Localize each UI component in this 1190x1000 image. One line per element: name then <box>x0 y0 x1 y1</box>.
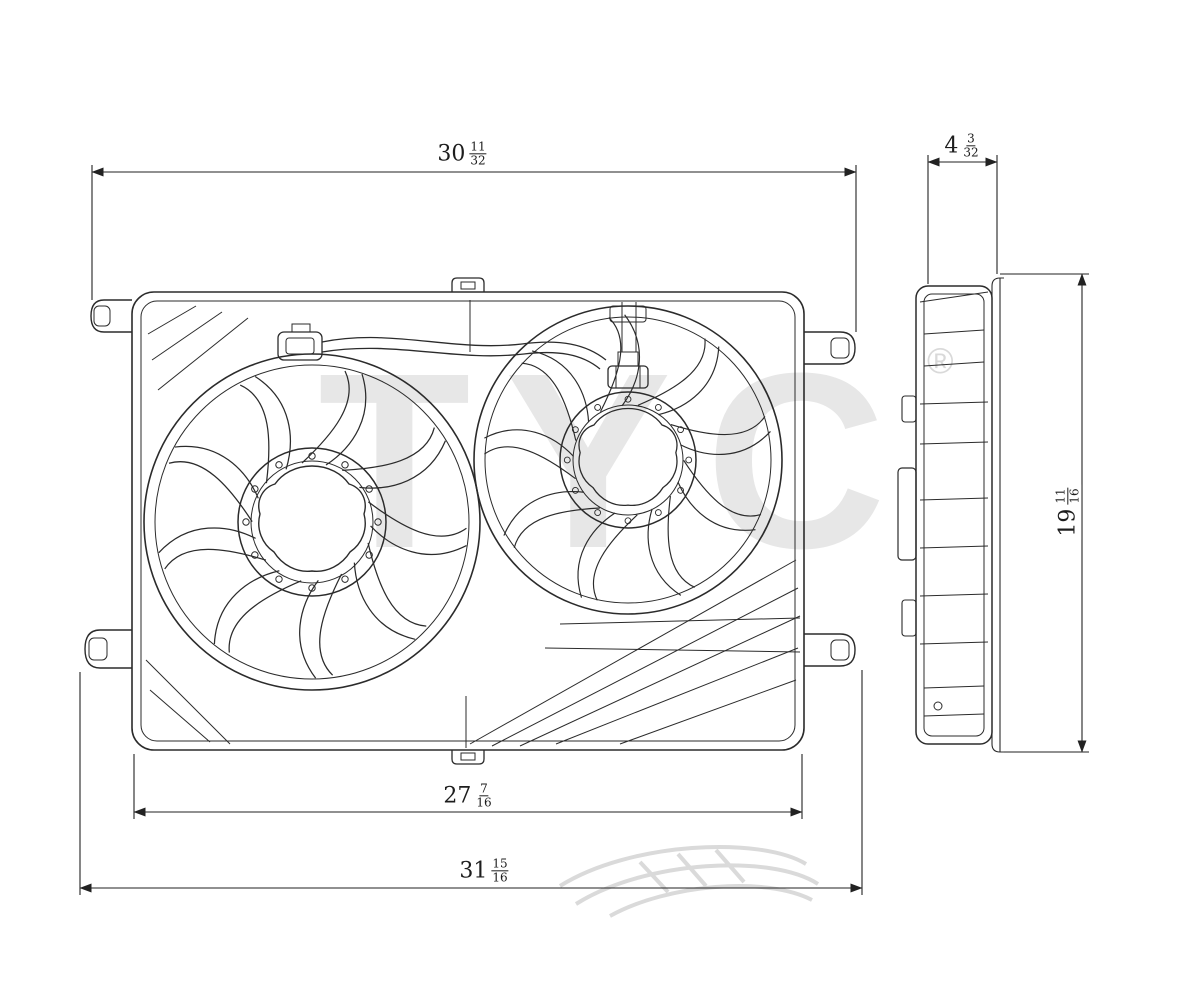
dimension-lines <box>79 155 1089 895</box>
logo-swoosh-graphic <box>558 844 820 918</box>
right-mount-brackets <box>804 331 856 667</box>
dim-whole: 30 <box>437 141 466 166</box>
dimension-label-height: 19 11 16 <box>1053 484 1082 540</box>
dim-whole: 27 <box>443 783 472 808</box>
right-fan-hub <box>559 391 697 529</box>
dim-fraction: 15 16 <box>491 856 509 885</box>
dim-whole: 4 <box>944 133 959 158</box>
left-mount-brackets <box>84 299 132 669</box>
bottom-mount-tab <box>451 750 485 765</box>
dimension-label-side-depth: 4 3 32 <box>941 131 983 160</box>
dim-fraction: 11 32 <box>469 139 487 168</box>
motor-connector <box>607 302 649 389</box>
dimension-label-inner-width: 27 7 16 <box>440 781 496 810</box>
wiring-harness <box>277 323 607 370</box>
shroud-ribs <box>145 300 801 748</box>
wire-connector <box>277 331 323 361</box>
watermark-logo-text: TYC <box>318 321 920 600</box>
front-view <box>84 277 856 765</box>
dim-whole: 31 <box>459 858 488 883</box>
left-fan <box>143 353 481 691</box>
dim-whole: 19 <box>1055 508 1080 537</box>
dim-fraction: 7 16 <box>476 781 492 810</box>
registered-trademark-icon: ® <box>927 340 954 381</box>
dimension-label-bottom-width: 31 15 16 <box>456 856 512 885</box>
left-fan-hub <box>237 447 387 597</box>
dim-fraction: 11 16 <box>1053 487 1082 505</box>
shroud-outline <box>131 291 805 751</box>
side-mount-block <box>897 467 917 561</box>
dimension-label-top-width: 30 11 32 <box>434 139 490 168</box>
side-view <box>897 277 1004 753</box>
dim-fraction: 3 32 <box>963 131 979 160</box>
top-mount-tab <box>451 277 485 292</box>
right-fan <box>439 278 814 650</box>
